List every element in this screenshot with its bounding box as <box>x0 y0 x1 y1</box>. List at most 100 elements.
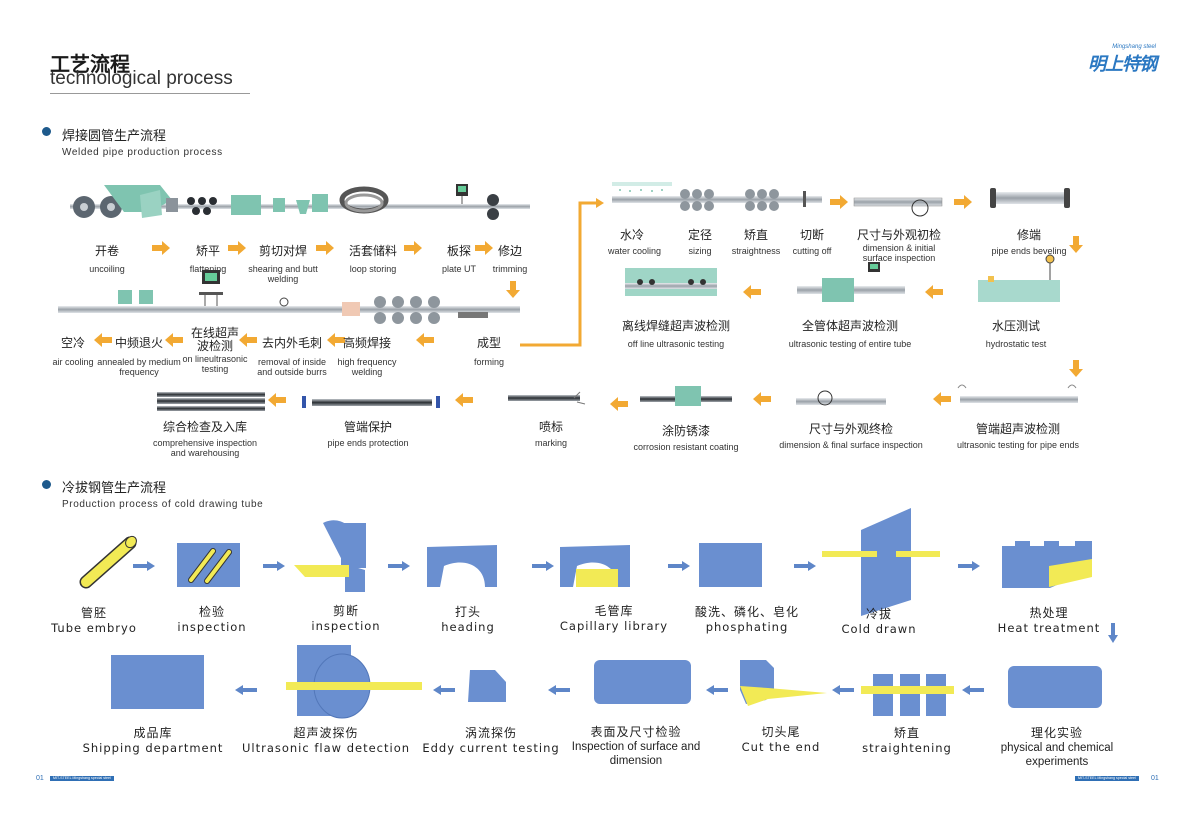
step-label-zh: 板探 <box>446 244 471 258</box>
step-label-zh: 尺寸与外观终检 <box>808 422 893 436</box>
step-label-zh: 切头尾 <box>761 725 801 739</box>
step-label-zh: 矫直 <box>893 726 920 740</box>
step-label-zh: 打头 <box>454 605 481 619</box>
step-label-en: shearing and butt welding <box>248 264 318 284</box>
step-label-zh: 修边 <box>497 244 522 258</box>
section-bullet-icon <box>42 127 51 136</box>
step-loop-storing: 活套储料 loop storing <box>333 242 413 274</box>
cold-step-heading: 打头 heading <box>418 603 518 634</box>
step-label-zh: 去内外毛刺 <box>261 336 322 350</box>
step-label-zh: 检验 <box>198 605 225 619</box>
step-label-en: ultrasonic testing for pipe ends <box>956 440 1080 450</box>
step-label-zh: 中频退火 <box>114 336 163 350</box>
page-title-zh: 工艺流程 <box>50 52 130 76</box>
step-label-en: Ultrasonic flaw detection <box>241 741 411 755</box>
step-straightness: 矫直 straightness <box>728 226 784 256</box>
step-label-en: pipe ends beveling <box>991 246 1067 256</box>
step-uncoiling: 开卷 uncoiling <box>67 242 147 274</box>
step-label-zh: 离线焊缝超声波检测 <box>621 319 730 333</box>
step-forming: 成型 forming <box>459 334 519 367</box>
step-label-zh: 表面及尺寸检验 <box>590 725 682 739</box>
step-label-zh: 定径 <box>687 228 712 242</box>
step-label-en: Inspection of surface and dimension <box>571 741 701 767</box>
step-label-zh: 切断 <box>799 228 824 242</box>
step-label-en: off line ultrasonic testing <box>627 339 725 349</box>
step-label-en: air cooling <box>52 357 94 367</box>
cold-step-eddy-current: 涡流探伤 Eddy current testing <box>418 724 564 755</box>
step-hydrostatic-test: 水压测试 hydrostatic test <box>976 317 1056 349</box>
step-cutting-off: 切断 cutting off <box>788 226 836 256</box>
step-initial-inspection: 尺寸与外观初检 dimension & initial surface insp… <box>846 226 952 263</box>
step-label-en: heading <box>441 620 495 634</box>
step-label-zh: 在线超声波检测 <box>190 326 239 353</box>
step-pipe-ends-protection: 管端保护 pipe ends protection <box>318 418 418 448</box>
step-label-en: sizing <box>688 246 712 256</box>
step-label-zh: 水压测试 <box>991 319 1040 333</box>
step-label-en: marking <box>534 438 567 448</box>
step-label-en: uncoiling <box>89 264 125 274</box>
step-label-en: on lineultrasonic testing <box>182 354 248 374</box>
step-label-en: removal of inside and outside burrs <box>257 357 327 377</box>
cold-step-straightening: 矫直 straightening <box>857 724 957 755</box>
footer-brand-tag-left: MIT-STEEL Mingshang special steel <box>50 776 114 781</box>
section-bullet-icon <box>42 480 51 489</box>
step-label-zh: 超声波探伤 <box>293 726 359 740</box>
tube-embryo-shape <box>79 535 137 589</box>
step-label-zh: 全管体超声波检测 <box>801 319 898 333</box>
welded-section-title-en: Welded pipe production process <box>62 147 223 158</box>
step-label-en: Cut the end <box>741 740 821 754</box>
step-pipe-ends-ut: 管端超声波检测 ultrasonic testing for pipe ends <box>951 420 1085 450</box>
step-offline-ut: 离线焊缝超声波检测 off line ultrasonic testing <box>618 317 734 349</box>
step-final-inspection: 尺寸与外观终检 dimension & final surface inspec… <box>773 420 929 450</box>
step-label-zh: 管端保护 <box>343 420 392 434</box>
step-deburring: 去内外毛刺 removal of inside and outside burr… <box>252 334 332 377</box>
step-water-cooling: 水冷 water cooling <box>608 226 662 256</box>
step-air-cooling: 空冷 air cooling <box>45 334 101 367</box>
step-label-en: dimension & final surface inspection <box>779 440 923 450</box>
step-pipe-ends-beveling: 修端 pipe ends beveling <box>985 226 1073 256</box>
step-label-zh: 水冷 <box>619 228 644 242</box>
step-warehousing: 综合检查及入库 comprehensive inspection and war… <box>145 418 265 458</box>
step-label-en: Shipping department <box>82 741 224 755</box>
step-label-zh: 管端超声波检测 <box>975 422 1060 436</box>
step-label-zh: 高频焊接 <box>342 336 391 350</box>
step-label-en: inspection <box>311 619 381 633</box>
cold-step-tube-embryo: 管胚 Tube embryo <box>44 604 144 635</box>
step-label-zh: 开卷 <box>94 244 119 258</box>
cold-step-cut-end: 切头尾 Cut the end <box>731 723 831 754</box>
step-marking: 喷标 marking <box>525 418 577 448</box>
step-label-en: corrosion resistant coating <box>633 442 739 452</box>
step-label-zh: 热处理 <box>1029 606 1069 620</box>
title-divider <box>50 93 250 94</box>
welded-section-title-zh: 焊接圆管生产流程 <box>62 129 167 144</box>
page-title-en: technological process <box>50 68 233 89</box>
step-sizing: 定径 sizing <box>680 226 720 256</box>
step-label-zh: 毛管库 <box>594 604 634 618</box>
step-label-en: Heat treatment <box>997 621 1101 635</box>
step-label-en: loop storing <box>349 264 397 274</box>
step-label-en: comprehensive inspection and warehousing <box>152 438 258 458</box>
step-label-zh: 修端 <box>1016 228 1041 242</box>
step-label-zh: 矫直 <box>743 228 768 242</box>
step-label-en: flattening <box>189 264 227 274</box>
step-label-zh: 冷拔 <box>865 607 892 621</box>
step-label-en: straightening <box>862 741 952 755</box>
step-online-ut: 在线超声波检测 on lineultrasonic testing <box>179 326 251 375</box>
step-label-zh: 剪断 <box>332 604 359 618</box>
step-label-zh: 酸洗、磷化、皂化 <box>694 605 799 619</box>
step-label-en: cutting off <box>792 246 832 256</box>
step-entire-tube-ut: 全管体超声波检测 ultrasonic testing of entire tu… <box>783 317 917 349</box>
step-label-en: water cooling <box>608 246 662 256</box>
step-label-en: pipe ends protection <box>327 438 409 448</box>
step-label-en: physical and chemical experiments <box>1000 742 1114 768</box>
step-label-zh: 涡流探伤 <box>464 726 517 740</box>
step-trimming: 修边 trimming <box>488 242 532 274</box>
cold-step-experiments: 理化实验 physical and chemical experiments <box>995 724 1119 769</box>
page-number-right: 01 <box>1151 775 1159 782</box>
step-label-en: dimension & initial surface inspection <box>862 243 936 263</box>
step-label-en: high frequency welding <box>337 357 397 377</box>
page-number-left: 01 <box>36 775 44 782</box>
step-label-en: annealed by medium frequency <box>97 357 181 377</box>
cold-step-shearing: 剪断 inspection <box>296 602 396 633</box>
